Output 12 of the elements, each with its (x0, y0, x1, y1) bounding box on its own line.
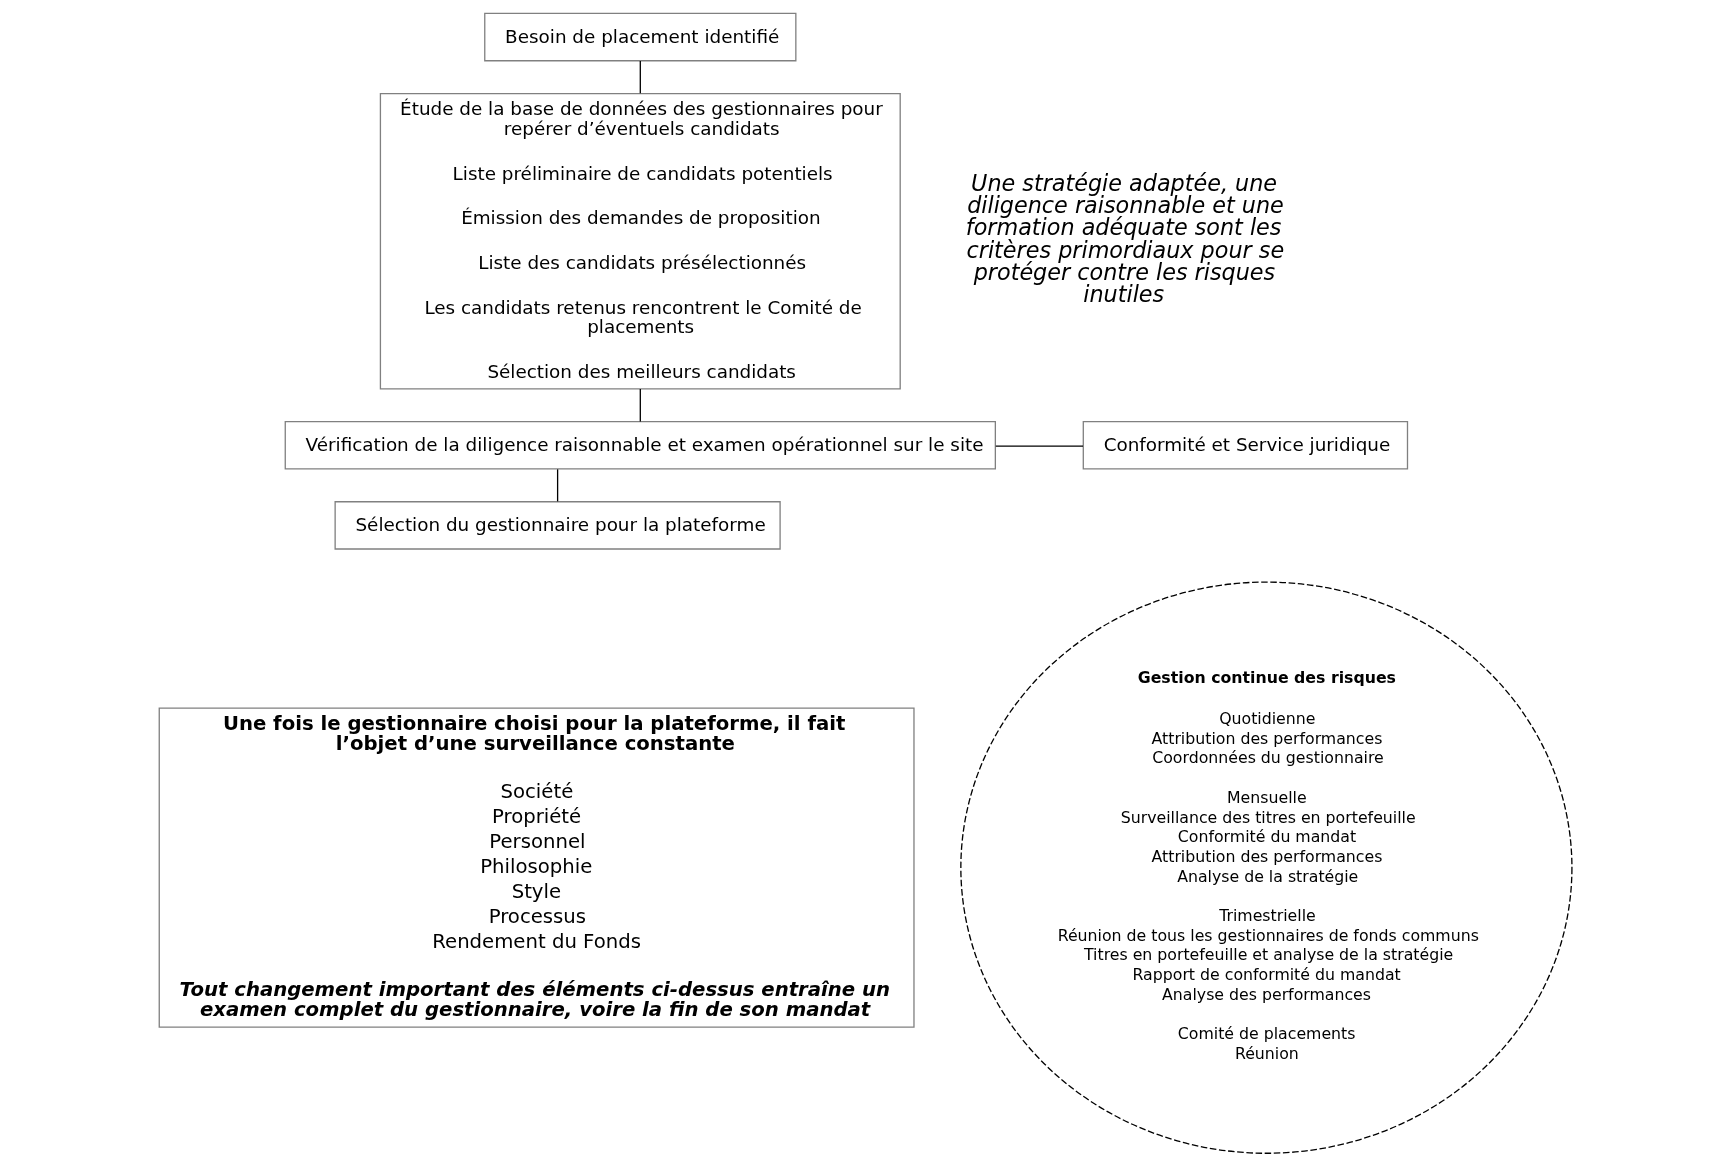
label: Une stratégie adaptée, une diligence raisonnable et une formation adéquate sont les critères primordiaux pour se protéger contre les risques inutiles (965, 169, 1285, 308)
node-box: Vérification de la diligence raisonnable et examen opérationnel sur le site (284, 421, 996, 470)
connector (995, 445, 1084, 447)
connector (639, 60, 641, 94)
connector (639, 388, 641, 423)
node-circle: Gestion continue des risques Quotidienne Attribution des performances Coordonnées du gestionnaire Mensuelle Surveillance des titres en portefeuille Conformité du mandat Attribution des performances Analyse de la stratégie Trimestrielle Réunion de tous les gestionnaires de fonds communs Titres en portefeuille et analyse de la stratégie Rapport de conformité du mandat Analyse des performances Comité de placements Réunion (960, 581, 1573, 1154)
node-box: Une fois le gestionnaire choisi pour la plateforme, il fait l’objet d’une surveillance constante Société Propriété Personnel Philosophie Style Processus Rendement du Fonds Tout changement important des éléments ci-dessus entraîne un examen complet du gestionnaire, voire la fin de son mandat (158, 707, 915, 1028)
node-box: Conformité et Service juridique (1082, 421, 1409, 470)
connector (556, 468, 559, 502)
node-box: Sélection du gestionnaire pour la plateforme (334, 501, 781, 550)
node-box: Besoin de placement identifié (484, 12, 797, 62)
node-box: Étude de la base de données des gestionnaires pour repérer d’éventuels candidats Liste préliminaire de candidats potentiels Émission des demandes de proposition Liste des candidats présélectionnés Les candidats retenus rencontrent le Comité de placements Sélection des meilleurs candidats (379, 92, 901, 390)
